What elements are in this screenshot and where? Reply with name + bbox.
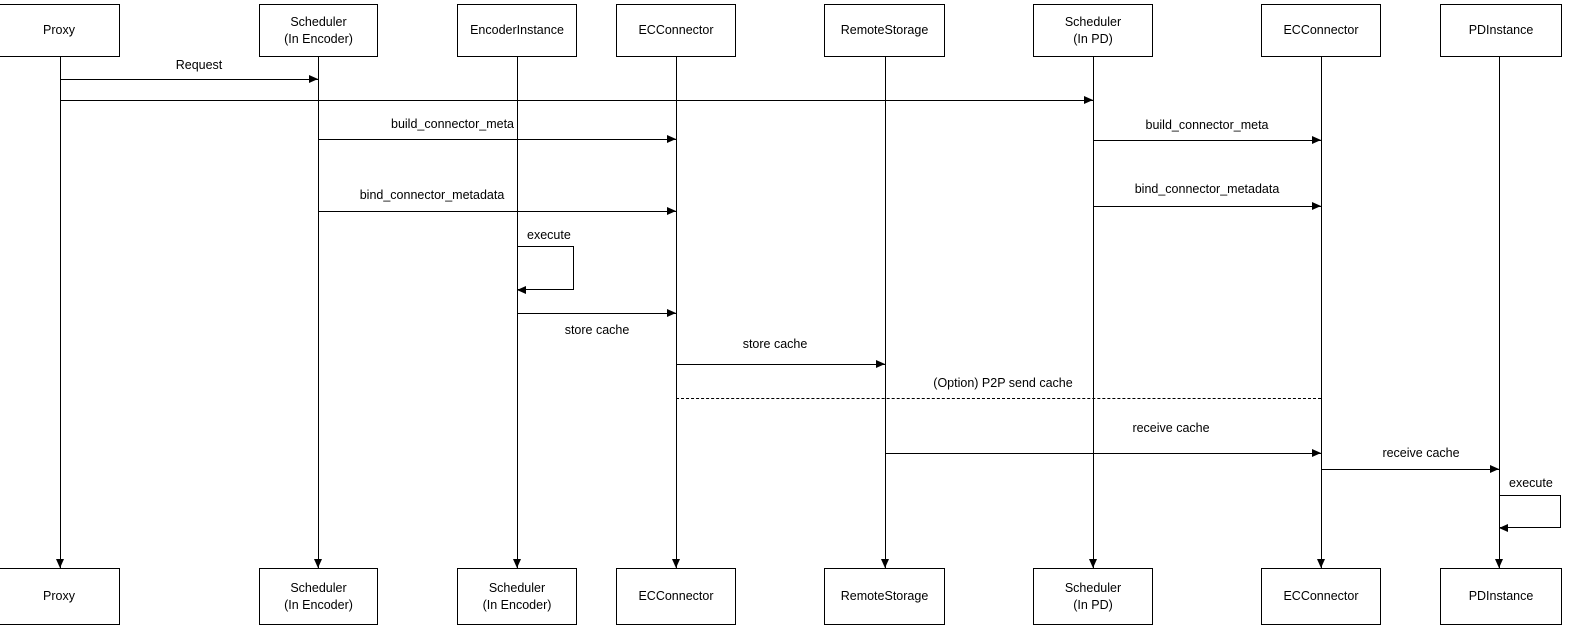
self-call-label-s1: execute [527, 228, 571, 242]
lifeline-end-arrow-sched_pd [1089, 559, 1097, 568]
message-line-m11 [1321, 469, 1499, 470]
lifeline-end-arrow-ecc_pd [1317, 559, 1325, 568]
message-line-m2 [60, 100, 1093, 101]
message-arrowhead-m10 [1312, 449, 1321, 457]
message-label-m10: receive cache [1132, 421, 1210, 435]
participant-box-bottom-sched_pd[interactable]: Scheduler (In PD) [1033, 568, 1153, 625]
message-label-m8: store cache [742, 337, 808, 351]
message-label-m5: bind_connector_metadata [359, 188, 505, 202]
participant-box-top-remote[interactable]: RemoteStorage [824, 4, 945, 57]
participant-box-top-sched_pd[interactable]: Scheduler (In PD) [1033, 4, 1153, 57]
message-line-m6 [1093, 206, 1321, 207]
message-line-m9 [676, 398, 1321, 399]
participant-label-bottom-remote: RemoteStorage [840, 589, 929, 604]
lifeline-ecc_enc [676, 57, 677, 568]
message-label-m4: build_connector_meta [1145, 118, 1269, 132]
self-call-box-s2 [1499, 495, 1561, 528]
self-call-label-s2: execute [1509, 476, 1553, 490]
message-label-m11: receive cache [1382, 446, 1460, 460]
message-arrowhead-m3 [667, 135, 676, 143]
lifeline-end-arrow-proxy [56, 559, 64, 568]
lifeline-end-arrow-ecc_enc [672, 559, 680, 568]
self-call-box-s1 [517, 246, 574, 290]
lifeline-remote [885, 57, 886, 568]
participant-label-top-sched_pd: Scheduler (In PD) [1064, 14, 1122, 46]
message-line-m4 [1093, 140, 1321, 141]
message-arrowhead-m7 [667, 309, 676, 317]
message-arrowhead-m1 [309, 75, 318, 83]
lifeline-end-arrow-pd_inst [1495, 559, 1503, 568]
participant-box-bottom-sched_enc[interactable]: Scheduler (In Encoder) [259, 568, 378, 625]
participant-label-bottom-ecc_pd: ECConnector [1283, 589, 1359, 604]
message-line-m5 [318, 211, 676, 212]
message-arrowhead-m8 [876, 360, 885, 368]
lifeline-ecc_pd [1321, 57, 1322, 568]
participant-label-bottom-proxy: Proxy [43, 589, 75, 604]
participant-box-bottom-enc_inst[interactable]: Scheduler (In Encoder) [457, 568, 577, 625]
participant-label-bottom-sched_enc: Scheduler (In Encoder) [284, 580, 353, 612]
lifeline-sched_pd [1093, 57, 1094, 568]
participant-label-bottom-pd_inst: PDInstance [1468, 589, 1534, 604]
participant-box-top-sched_enc[interactable]: Scheduler (In Encoder) [259, 4, 378, 57]
lifeline-pd_inst [1499, 57, 1500, 568]
participant-label-top-proxy: Proxy [43, 23, 75, 38]
participant-label-bottom-enc_inst: Scheduler (In Encoder) [482, 580, 552, 612]
message-label-m1: Request [175, 58, 223, 72]
message-line-m10 [885, 453, 1321, 454]
message-line-m3 [318, 139, 676, 140]
lifeline-end-arrow-sched_enc [314, 559, 322, 568]
participant-box-top-proxy[interactable]: Proxy [0, 4, 120, 57]
message-arrowhead-m4 [1312, 136, 1321, 144]
message-line-m8 [676, 364, 885, 365]
message-arrowhead-m2 [1084, 96, 1093, 104]
message-line-m1 [60, 79, 318, 80]
participant-box-top-enc_inst[interactable]: EncoderInstance [457, 4, 577, 57]
message-arrowhead-m5 [667, 207, 676, 215]
participant-box-bottom-pd_inst[interactable]: PDInstance [1440, 568, 1562, 625]
message-label-m3: build_connector_meta [391, 117, 514, 131]
message-label-m6: bind_connector_metadata [1134, 182, 1280, 196]
message-label-m7: store cache [564, 323, 630, 337]
lifeline-end-arrow-remote [881, 559, 889, 568]
lifeline-proxy [60, 57, 61, 568]
participant-box-bottom-proxy[interactable]: Proxy [0, 568, 120, 625]
participant-label-top-ecc_enc: ECConnector [638, 23, 714, 38]
lifeline-end-arrow-enc_inst [513, 559, 521, 568]
lifeline-enc_inst [517, 57, 518, 568]
participant-label-top-ecc_pd: ECConnector [1283, 23, 1359, 38]
participant-box-bottom-ecc_enc[interactable]: ECConnector [616, 568, 736, 625]
participant-box-top-ecc_enc[interactable]: ECConnector [616, 4, 736, 57]
message-arrowhead-m6 [1312, 202, 1321, 210]
participant-label-top-enc_inst: EncoderInstance [470, 23, 564, 38]
lifeline-sched_enc [318, 57, 319, 568]
participant-box-top-pd_inst[interactable]: PDInstance [1440, 4, 1562, 57]
participant-label-bottom-sched_pd: Scheduler (In PD) [1064, 580, 1122, 612]
participant-label-top-sched_enc: Scheduler (In Encoder) [284, 14, 353, 46]
message-label-m9: (Option) P2P send cache [933, 376, 1073, 390]
participant-label-top-remote: RemoteStorage [840, 23, 929, 38]
message-line-m7 [517, 313, 676, 314]
self-call-arrowhead-s1 [517, 286, 526, 294]
participant-box-bottom-remote[interactable]: RemoteStorage [824, 568, 945, 625]
participant-label-top-pd_inst: PDInstance [1468, 23, 1534, 38]
participant-box-top-ecc_pd[interactable]: ECConnector [1261, 4, 1381, 57]
participant-box-bottom-ecc_pd[interactable]: ECConnector [1261, 568, 1381, 625]
self-call-arrowhead-s2 [1499, 524, 1508, 532]
message-arrowhead-m11 [1490, 465, 1499, 473]
participant-label-bottom-ecc_enc: ECConnector [638, 589, 714, 604]
